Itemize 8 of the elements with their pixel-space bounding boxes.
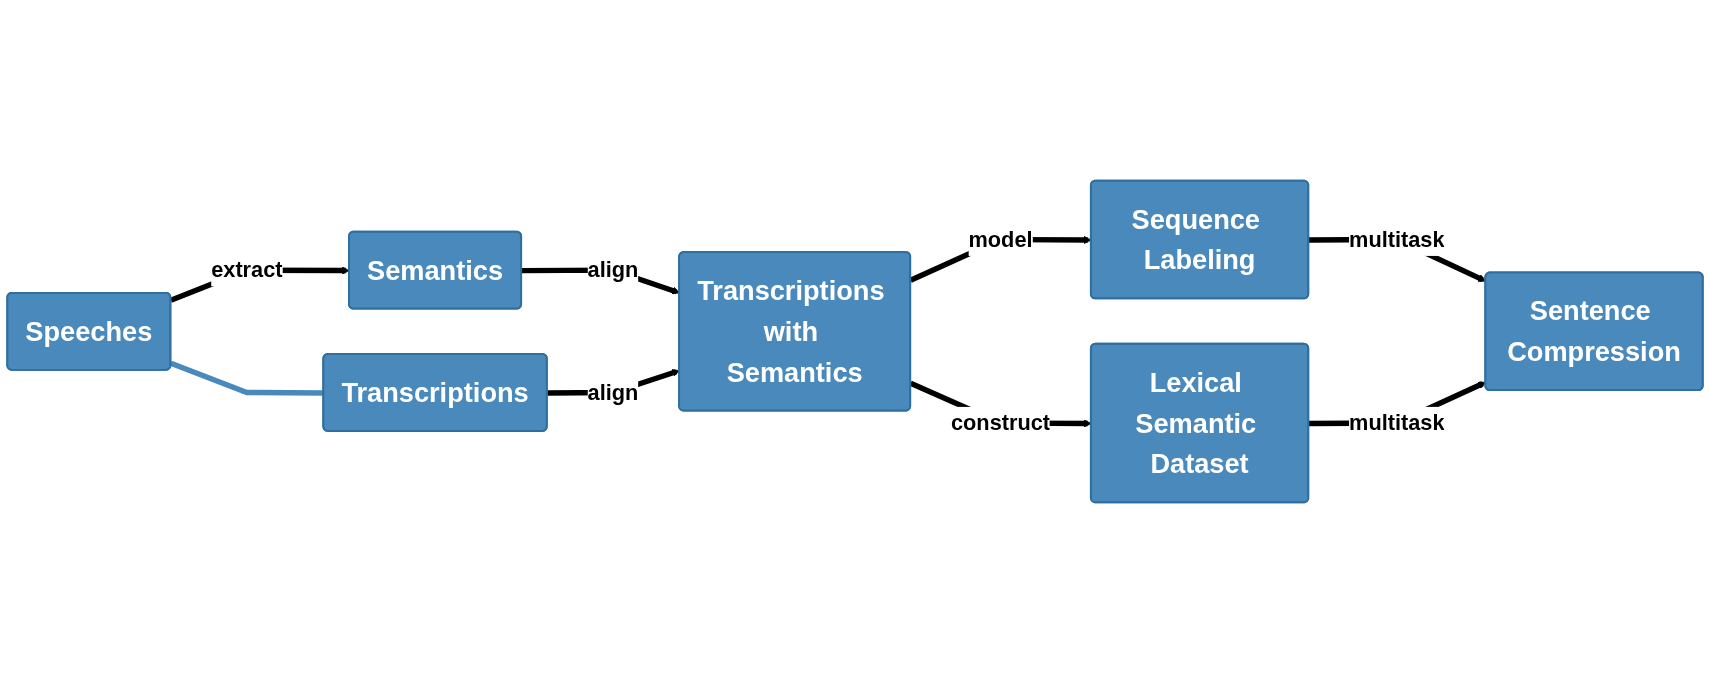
edge-label: construct — [950, 410, 1051, 435]
edge-label: model — [968, 226, 1033, 252]
edge-label: extract — [211, 257, 283, 282]
edge-label: multitask — [1349, 226, 1445, 252]
edge-label: multitask — [1349, 410, 1445, 435]
edge-label: align — [587, 257, 639, 282]
connector — [169, 360, 324, 396]
edge-label: align — [587, 379, 639, 405]
